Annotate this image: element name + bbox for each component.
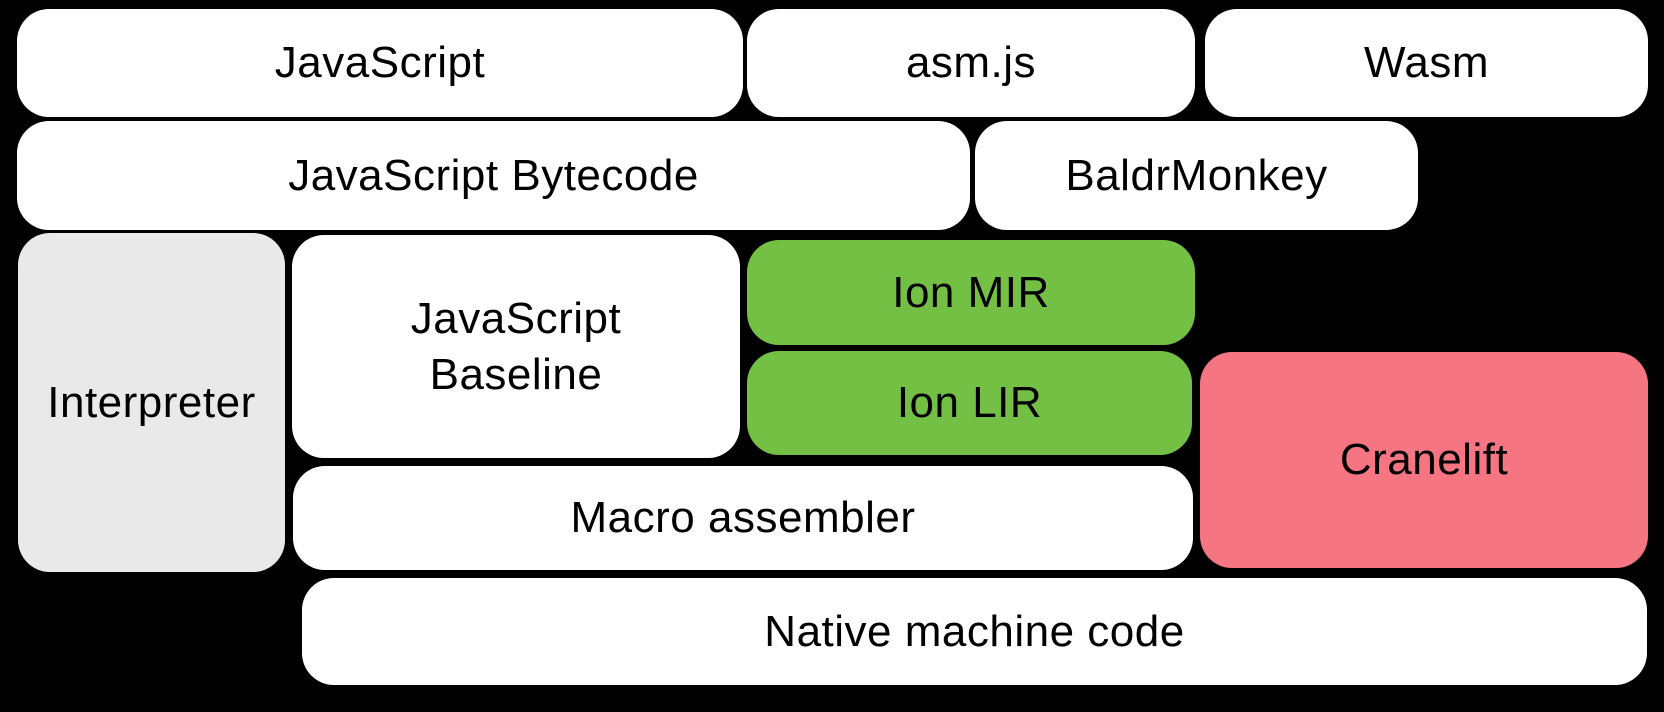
- node-asmjs: asm.js: [747, 9, 1195, 117]
- node-native-machine-code: Native machine code: [302, 578, 1647, 685]
- node-wasm: Wasm: [1205, 9, 1648, 117]
- node-label-wasm: Wasm: [1363, 38, 1490, 88]
- node-label-javascript-baseline: JavaScript Baseline: [410, 293, 622, 399]
- node-label-ion-mir: Ion MIR: [892, 267, 1050, 317]
- node-label-baldrmonkey: BaldrMonkey: [1065, 150, 1328, 200]
- node-javascript-bytecode: JavaScript Bytecode: [17, 121, 970, 230]
- node-label-javascript-bytecode: JavaScript Bytecode: [288, 150, 699, 200]
- node-macro-assembler: Macro assembler: [293, 466, 1193, 570]
- node-label-asmjs: asm.js: [905, 38, 1037, 88]
- node-label-macro-assembler: Macro assembler: [570, 493, 916, 543]
- node-interpreter: Interpreter: [18, 233, 285, 572]
- node-label-javascript: JavaScript: [274, 38, 486, 88]
- node-label-ion-lir: Ion LIR: [896, 378, 1043, 428]
- node-label-cranelift: Cranelift: [1339, 435, 1509, 485]
- node-cranelift: Cranelift: [1200, 352, 1648, 568]
- node-ion-mir: Ion MIR: [747, 240, 1195, 345]
- node-baldrmonkey: BaldrMonkey: [975, 121, 1418, 230]
- node-javascript: JavaScript: [17, 9, 743, 117]
- node-ion-lir: Ion LIR: [747, 351, 1192, 455]
- node-label-native-machine-code: Native machine code: [764, 606, 1185, 656]
- node-javascript-baseline: JavaScript Baseline: [292, 235, 740, 458]
- node-label-interpreter: Interpreter: [47, 377, 256, 427]
